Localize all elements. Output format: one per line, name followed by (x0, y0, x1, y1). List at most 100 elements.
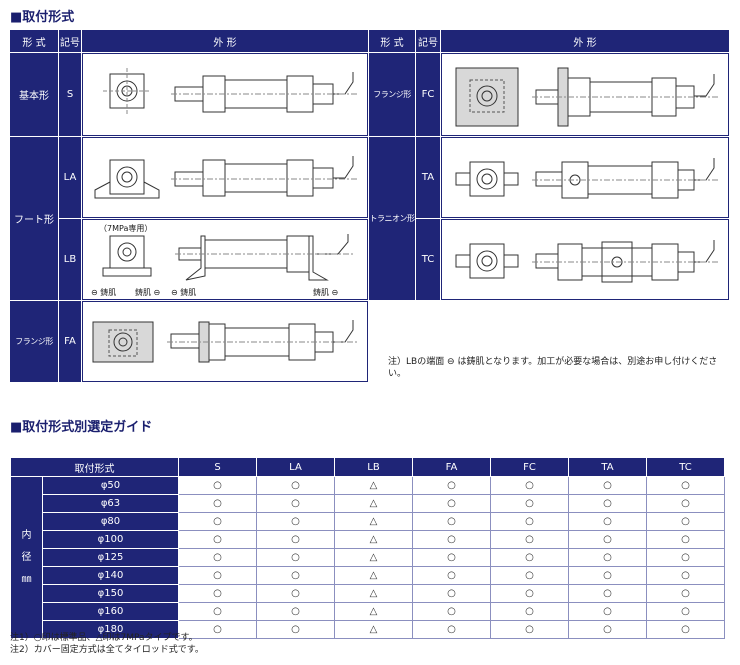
availability-mark: ○ (646, 620, 725, 639)
figure-ta (441, 137, 729, 218)
figure-la (82, 137, 368, 218)
availability-mark: ○ (490, 602, 569, 621)
guide-note-2: 注2）カバー固定方式は全てタイロッド式です。 (10, 645, 204, 655)
availability-mark: ○ (412, 494, 491, 513)
availability-mark: ○ (256, 620, 335, 639)
lb-cast-label-2: 鋳肌 ⊖ (135, 288, 161, 297)
type-flange-fc: フランジ形 (369, 53, 415, 136)
availability-mark: ○ (256, 584, 335, 603)
availability-mark: ○ (490, 494, 569, 513)
availability-mark: ○ (646, 476, 725, 495)
availability-mark: ○ (490, 566, 569, 585)
guide-header-type: 取付形式 (10, 457, 179, 477)
availability-mark: ○ (412, 620, 491, 639)
availability-mark: ○ (178, 476, 257, 495)
guide-header-s: S (178, 457, 257, 477)
lb-cast-label-3: ⊖ 鋳肌 (171, 288, 197, 297)
table-row: φ125○○△○○○○ (11, 548, 725, 567)
availability-mark: ○ (412, 602, 491, 621)
code-la: LA (59, 137, 81, 218)
availability-mark: ○ (490, 584, 569, 603)
guide-header-row: 取付形式 S LA LB FA FC TA TC (10, 457, 725, 477)
availability-mark: ○ (412, 476, 491, 495)
availability-mark: ○ (178, 584, 257, 603)
availability-mark: ○ (412, 548, 491, 567)
availability-mark: ○ (490, 620, 569, 639)
availability-mark: △ (334, 494, 413, 513)
availability-mark: ○ (178, 494, 257, 513)
availability-mark: ○ (568, 620, 647, 639)
availability-mark: ○ (256, 476, 335, 495)
type-trunnion: トラニオン形 (369, 137, 415, 300)
header-code: 記号 (59, 30, 81, 52)
code-fc: FC (416, 53, 440, 136)
table-row: φ100○○△○○○○ (11, 530, 725, 549)
header-shape: 外 形 (82, 30, 368, 52)
availability-mark: ○ (490, 548, 569, 567)
figure-fc (441, 53, 729, 136)
availability-mark: ○ (568, 566, 647, 585)
bore-size-cell: φ63 (42, 494, 179, 513)
availability-mark: ○ (178, 530, 257, 549)
cylinder-fc-drawing (455, 67, 720, 127)
bore-size-cell: φ80 (42, 512, 179, 531)
lb-cast-label-4: 鋳肌 ⊖ (313, 288, 339, 297)
guide-header-lb: LB (334, 457, 413, 477)
availability-mark: △ (334, 476, 413, 495)
availability-mark: ○ (178, 566, 257, 585)
availability-mark: ○ (568, 512, 647, 531)
availability-mark: ○ (568, 548, 647, 567)
side-label-char: ㎜ (21, 573, 32, 585)
bore-size-cell: φ140 (42, 566, 179, 585)
code-s: S (59, 53, 81, 136)
code-lb: LB (59, 219, 81, 300)
header-code-right: 記号 (416, 30, 440, 52)
availability-mark: ○ (412, 566, 491, 585)
guide-header-ta: TA (568, 457, 647, 477)
availability-mark: △ (334, 548, 413, 567)
header-shape-right: 外 形 (441, 30, 729, 52)
figure-fa (82, 301, 368, 382)
availability-mark: △ (334, 620, 413, 639)
cylinder-ta-drawing (455, 158, 720, 199)
availability-mark: ○ (568, 494, 647, 513)
side-label-char: 内 (21, 529, 32, 541)
table-row: φ80○○△○○○○ (11, 512, 725, 531)
section-title-guide: ■取付形式別選定ガイド (10, 420, 153, 435)
availability-mark: ○ (178, 512, 257, 531)
availability-mark: ○ (178, 548, 257, 567)
availability-mark: ○ (646, 512, 725, 531)
availability-mark: ○ (568, 584, 647, 603)
cylinder-tc-drawing (455, 240, 720, 283)
availability-mark: ○ (490, 476, 569, 495)
availability-mark: ○ (646, 530, 725, 549)
availability-mark: ○ (646, 548, 725, 567)
code-ta: TA (416, 137, 440, 218)
lb-7mpa-note: （7MPa専用） (99, 224, 153, 233)
availability-mark: ○ (568, 476, 647, 495)
availability-mark: ○ (568, 530, 647, 549)
figure-s (82, 53, 368, 136)
guide-header-fa: FA (412, 457, 491, 477)
guide-header-fc: FC (490, 457, 569, 477)
figure-tc (441, 219, 729, 300)
guide-header-la: LA (256, 457, 335, 477)
availability-mark: △ (334, 512, 413, 531)
availability-mark: ○ (412, 530, 491, 549)
availability-mark: △ (334, 602, 413, 621)
header-type: 形 式 (10, 30, 58, 52)
availability-mark: ○ (646, 494, 725, 513)
availability-mark: ○ (490, 512, 569, 531)
cylinder-lb-drawing (102, 234, 355, 281)
guide-header-tc: TC (646, 457, 725, 477)
bore-size-cell: φ150 (42, 584, 179, 603)
lb-cast-label-1: ⊖ 鋳肌 (91, 288, 117, 297)
section-title-mounting: ■取付形式 (10, 10, 75, 25)
guide-note-1: 注1）○印は標準品、△印は7MPaタイプです。 (10, 633, 198, 643)
bore-size-cell: φ160 (42, 602, 179, 621)
figure-lb: （7MPa専用） ⊖ 鋳肌 鋳肌 ⊖ ⊖ 鋳肌 鋳肌 ⊖ (82, 219, 368, 300)
lb-footnote: 注）LBの端面 ⊖ は鋳肌となります。加工が必要な場合は、別途お申し付けください… (388, 357, 718, 379)
table-row: φ180○○△○○○○ (11, 620, 725, 639)
